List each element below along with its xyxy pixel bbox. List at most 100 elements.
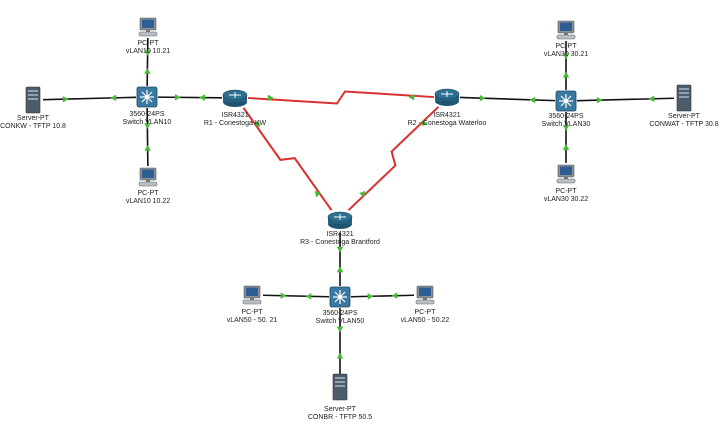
link-pc_vlan10_21-switch_vlan10-ethernet[interactable] [146, 37, 149, 87]
device-label-r3-1: R3 - Conestoga Brantford [300, 239, 380, 246]
link-r2-r3-serial[interactable] [347, 106, 440, 211]
link-switch_vlan10-r1-port-b-indicator [199, 94, 205, 101]
link-switch_vlan30-server_conwat-port-b-indicator [648, 95, 655, 102]
link-switch_vlan50-server_conbr-port-b-indicator [336, 352, 344, 359]
device-label-pc_vlan50_21-1: vLAN50 - 50. 21 [227, 317, 278, 324]
device-label-pc_vlan50_22-1: vLAN50 - 50.22 [401, 317, 450, 324]
device-label-switch_vlan10-0: 3560-24PS [129, 111, 164, 118]
server-icon [676, 84, 692, 112]
device-switch_vlan50[interactable] [329, 286, 351, 308]
device-label-switch_vlan30-1: Switch VLAN30 [542, 121, 591, 128]
link-pc_vlan30_21-switch_vlan30-port-a-indicator [562, 53, 570, 60]
link-pc_vlan10_22-switch_vlan10-port-b-indicator [144, 123, 151, 129]
device-label-server_conbr-0: Server-PT [324, 406, 357, 413]
link-r2-switch_vlan30-ethernet[interactable] [459, 96, 556, 102]
link-server_conkw-switch_vlan10-port-b-indicator [110, 94, 117, 102]
device-label-switch_vlan50-1: Switch VLAN50 [316, 318, 365, 325]
link-pc_vlan10_21-switch_vlan10-port-a-indicator [144, 50, 151, 56]
link-r1-r3-serial[interactable] [242, 107, 333, 211]
device-label-server_conbr-1: CONBR - TFTP 50.5 [308, 414, 372, 421]
ports-layer [62, 50, 655, 359]
link-pc_vlan50_21-switch_vlan50-port-b-indicator [305, 293, 312, 300]
link-r2-r3-port-a-indicator [421, 119, 428, 127]
link-pc_vlan30_22-switch_vlan30-port-a-indicator [562, 144, 570, 150]
device-label-pc_vlan10_22-0: PC-PT [138, 190, 160, 197]
link-r2-switch_vlan30-port-a-indicator [479, 94, 486, 102]
link-pc_vlan10_22-switch_vlan10-ethernet[interactable] [146, 107, 149, 167]
link-pc_vlan50_22-switch_vlan50-port-a-indicator [391, 292, 398, 299]
device-label-pc_vlan30_21-1: vLAN30 30.21 [544, 51, 588, 58]
device-label-pc_vlan10_21-1: vLAN10 10.21 [126, 48, 170, 55]
pc-icon [138, 17, 158, 37]
device-label-r3-0: ISR4321 [326, 231, 353, 238]
device-server_conkw[interactable] [25, 86, 41, 114]
device-pc_vlan10_22[interactable] [138, 167, 158, 187]
device-label-r1-1: R1 - Conestoga KW [204, 120, 267, 127]
device-label-pc_vlan30_21-0: PC-PT [556, 43, 578, 50]
device-label-pc_vlan30_22-0: PC-PT [556, 188, 578, 195]
device-label-server_conkw-1: CONKW - TFTP 10.8 [0, 123, 66, 130]
link-switch_vlan30-server_conwat-ethernet[interactable] [576, 97, 675, 102]
link-pc_vlan50_21-switch_vlan50-port-a-indicator [280, 292, 287, 299]
device-label-pc_vlan50_21-0: PC-PT [242, 309, 264, 316]
link-pc_vlan30_21-switch_vlan30-port-b-indicator [562, 71, 570, 78]
device-label-r2-0: ISR4321 [433, 112, 460, 119]
device-pc_vlan50_22[interactable] [415, 285, 435, 305]
device-label-r1-0: ISR4321 [221, 112, 248, 119]
link-r1-r2-port-b-indicator [408, 93, 415, 101]
switch-icon [136, 86, 158, 108]
link-r3-switch_vlan50-port-a-indicator [336, 246, 344, 253]
device-r3[interactable] [327, 211, 353, 229]
device-label-pc_vlan50_22-0: PC-PT [415, 309, 437, 316]
server-icon [332, 373, 348, 401]
router-icon [434, 88, 460, 106]
device-pc_vlan50_21[interactable] [242, 285, 262, 305]
device-label-server_conwat-1: CONWAT - TFTP 30.8 [649, 121, 718, 128]
link-pc_vlan10_21-switch_vlan10-port-b-indicator [144, 68, 151, 74]
device-label-server_conwat-0: Server-PT [668, 113, 701, 120]
device-pc_vlan10_21[interactable] [138, 17, 158, 37]
router-icon [327, 211, 353, 229]
switch-icon [555, 90, 577, 112]
link-pc_vlan30_22-switch_vlan30-port-b-indicator [562, 125, 570, 131]
link-switch_vlan10-r1-ethernet[interactable] [157, 96, 223, 99]
device-pc_vlan30_21[interactable] [556, 20, 576, 40]
device-switch_vlan10[interactable] [136, 86, 158, 108]
link-switch_vlan10-r1-port-a-indicator [175, 94, 181, 101]
link-r3-switch_vlan50-port-b-indicator [336, 266, 344, 273]
pc-icon [556, 20, 576, 40]
link-r2-r3-port-b-indicator [359, 190, 366, 198]
device-r2[interactable] [434, 88, 460, 106]
switch-icon [329, 286, 351, 308]
link-r1-r3-port-a-indicator [253, 120, 261, 128]
device-r1[interactable] [222, 89, 248, 107]
link-server_conkw-switch_vlan10-port-a-indicator [62, 95, 69, 103]
server-icon [25, 86, 41, 114]
pc-icon [138, 167, 158, 187]
link-r1-r2-serial[interactable] [247, 90, 435, 105]
device-label-server_conkw-0: Server-PT [17, 115, 50, 122]
link-pc_vlan50_22-switch_vlan50-port-b-indicator [367, 293, 374, 300]
links-layer [42, 37, 675, 377]
link-pc_vlan50_22-switch_vlan50-ethernet[interactable] [350, 294, 415, 298]
device-switch_vlan30[interactable] [555, 90, 577, 112]
link-r1-r3-port-b-indicator [314, 190, 322, 198]
pc-icon [415, 285, 435, 305]
device-label-switch_vlan50-0: 3560-24PS [322, 310, 357, 317]
device-label-pc_vlan10_22-1: vLAN10 10.22 [126, 198, 170, 205]
link-switch_vlan50-server_conbr-port-a-indicator [336, 326, 344, 333]
device-server_conbr[interactable] [332, 373, 348, 401]
device-label-pc_vlan30_22-1: vLAN30 30.22 [544, 196, 588, 203]
device-pc_vlan30_22[interactable] [556, 164, 576, 184]
pc-icon [242, 285, 262, 305]
device-label-r2-1: R2 - Conestoga Waterloo [408, 120, 487, 127]
link-r1-r2-port-a-indicator [267, 94, 274, 102]
device-label-switch_vlan30-0: 3560-24PS [548, 113, 583, 120]
device-server_conwat[interactable] [676, 84, 692, 112]
pc-icon [556, 164, 576, 184]
link-server_conkw-switch_vlan10-ethernet[interactable] [42, 96, 137, 101]
link-pc_vlan50_21-switch_vlan50-ethernet[interactable] [262, 294, 330, 298]
